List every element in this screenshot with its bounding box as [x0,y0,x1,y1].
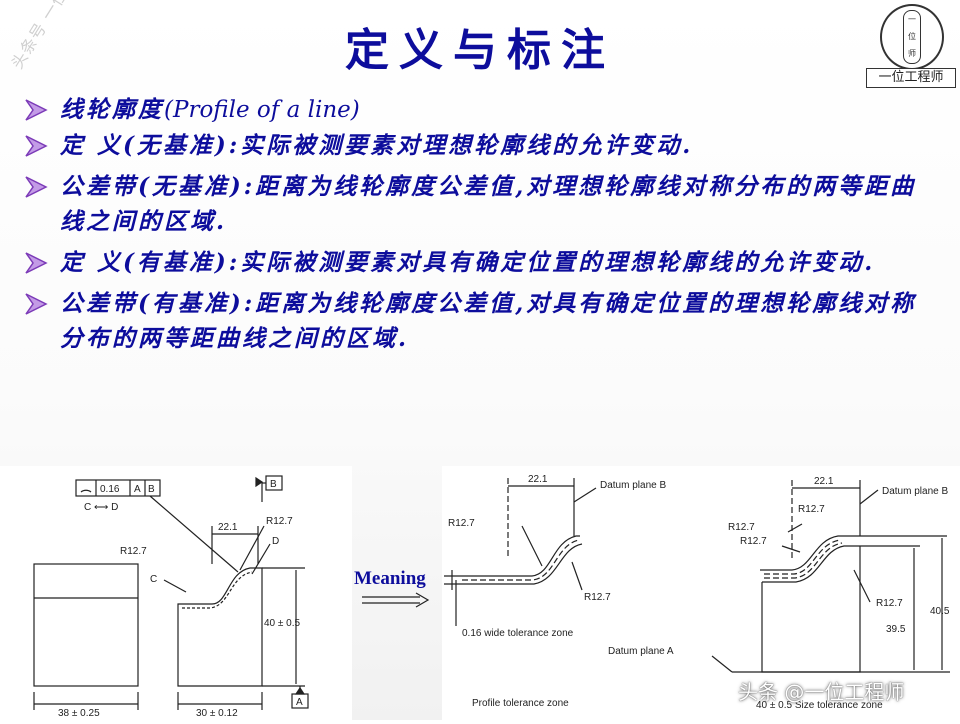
side-view-profile [177,567,263,687]
bullet-text: 定 义(无基准):实际被测要素对理想轮廓线的允许变动. [60,132,694,159]
datum-part-body [761,546,861,673]
label-c: C [150,574,157,585]
bullet-text-cn: 线轮廓度 [60,96,164,123]
profile-zone-text: Profile tolerance zone [472,698,569,709]
datum-zone-curve-outer [760,535,862,571]
bullet-arrow-icon [25,135,48,157]
meaning-drawing: 22.1 Datum plane B R12.7 R12.7 0.16 wide… [444,474,950,711]
bottom-watermark: 头条 @一位工程师 [738,680,905,704]
r-b4-text: R12.7 [876,598,903,609]
bullet-text: 公差带(有基准):距离为线轮廓度公差值,对具有确定位置的理想轮廓线对称分布的两等… [60,290,917,352]
datum-plane-b-b-text: Datum plane B [882,486,948,497]
bullet-profile-of-line: 线轮廓度(Profile of a line) [24,92,924,128]
logo-char-2: 位 [908,32,916,41]
bullet-definition-no-datum: 定 义(无基准):实际被测要素对理想轮廓线的允许变动. [24,128,924,163]
dim-405-text: 40.5 [930,606,950,617]
logo-circle: 一 位 师 [880,4,944,70]
zone-curve-inner [462,543,583,585]
datum-a-text: A [296,697,303,708]
dim-22-a-text: 22.1 [528,474,548,485]
tol-wide-text: 0.16 wide tolerance zone [462,628,574,639]
between-text: C ⟷ D [84,502,118,513]
datum-plane-b-a-text: Datum plane B [600,480,666,491]
dim-38-text: 38 ± 0.25 [58,708,100,719]
callout-drawing: 0.16 A B C ⟷ D 22.1 R12.7 R12.7 C D B A … [33,475,309,719]
logo-label: 一位工程师 [866,68,956,88]
fcf-datum-b-text: B [148,484,155,495]
meaning-arrow-icon [362,592,430,608]
zone-curve-outer [462,535,580,577]
drawing-callout-panel: 0.16 A B C ⟷ D 22.1 R12.7 R12.7 C D B A … [0,466,352,720]
dim-22-b-text: 22.1 [814,476,834,487]
dim-22-text: 22.1 [218,522,238,533]
datum-plane-a-text: Datum plane A [608,646,674,657]
bullet-list: 线轮廓度(Profile of a line) 定 义(无基准):实际被测要素对… [24,92,924,356]
label-d: D [272,536,279,547]
r-b2-text: R12.7 [728,522,755,533]
size-zone-text: 40 ± 0.5 Size tolerance zone [756,700,883,711]
logo-char-1: 一 [908,15,916,24]
dim-30-text: 30 ± 0.12 [196,708,238,719]
bullet-text: 定 义(有基准):实际被测要素对具有确定位置的理想轮廓线的允许变动. [60,249,876,276]
fcf-datum-a-text: A [134,484,141,495]
engineer-logo: 一 位 师 一位工程师 [866,4,956,88]
bullet-arrow-icon [25,99,48,121]
bullet-zone-with-datum: 公差带(有基准):距离为线轮廓度公差值,对具有确定位置的理想轮廓线对称分布的两等… [24,286,924,356]
fcf-tol-text: 0.16 [100,484,120,495]
r-b3-text: R12.7 [740,536,767,547]
profile-line-icon [80,489,92,493]
bullet-definition-with-datum: 定 义(有基准):实际被测要素对具有确定位置的理想轮廓线的允许变动. [24,245,924,280]
dim-395-text: 39.5 [886,624,906,635]
bullet-arrow-icon [25,176,48,198]
datum-zone-curve-inner [762,545,862,583]
r-a1-text: R12.7 [448,518,475,529]
bullet-arrow-icon [25,293,48,315]
front-view [33,563,139,687]
drawing-meaning-panel: 22.1 Datum plane B R12.7 R12.7 0.16 wide… [442,466,960,720]
logo-inner-capsule: 一 位 师 [903,10,921,64]
bullet-text-en: (Profile of a line) [164,97,360,123]
fcf-frame [75,479,161,497]
r-left-text: R12.7 [120,546,147,557]
logo-char-3: 师 [908,49,916,58]
r-a2-text: R12.7 [584,592,611,603]
meaning-label: Meaning [354,568,426,589]
datum-b-text: B [270,479,277,490]
bullet-arrow-icon [25,252,48,274]
bullet-text: 公差带(无基准):距离为线轮廓度公差值,对理想轮廓线对称分布的两等距曲线之间的区… [60,173,917,235]
r-b1-text: R12.7 [798,504,825,515]
dim-40-text: 40 ± 0.5 [264,618,301,629]
bullet-zone-no-datum: 公差带(无基准):距离为线轮廓度公差值,对理想轮廓线对称分布的两等距曲线之间的区… [24,169,924,239]
page-title: 定义与标注 [345,25,615,76]
r-right-text: R12.7 [266,516,293,527]
